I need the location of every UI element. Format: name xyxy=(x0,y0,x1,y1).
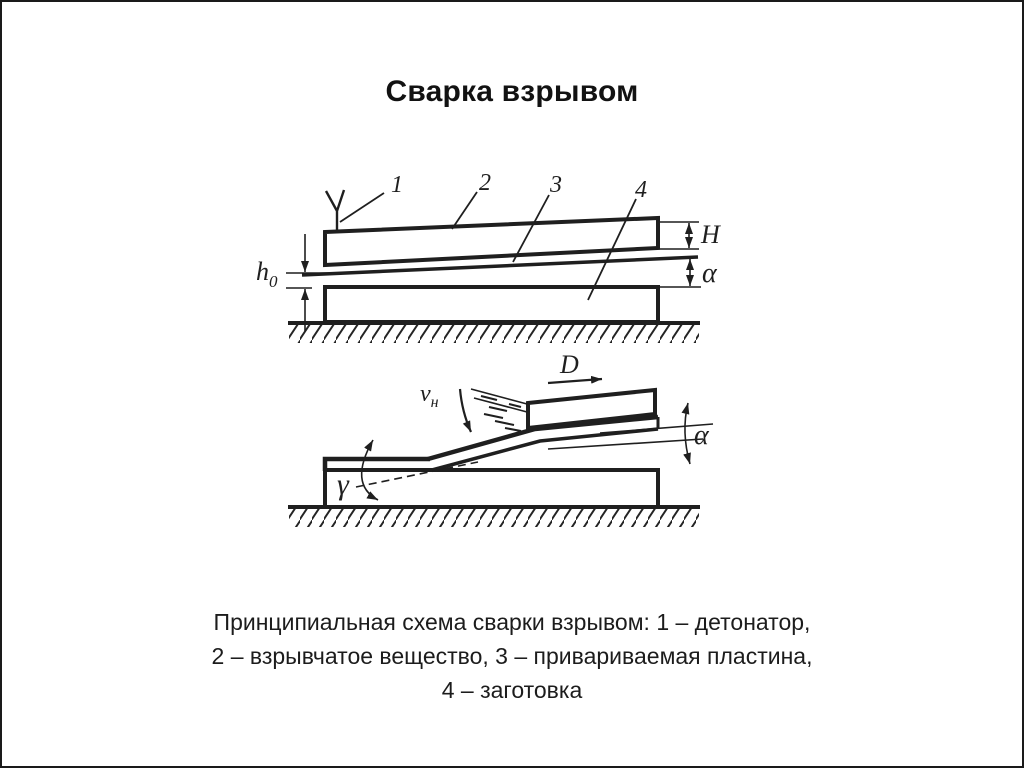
ground-hatching-upper xyxy=(289,325,699,343)
flying-plate-top xyxy=(427,414,659,462)
label-vn: vн xyxy=(420,381,439,411)
leader-part2 xyxy=(451,191,478,230)
dimension-alpha-lower: α xyxy=(547,402,714,465)
caption-line-3: 4 – заготовка xyxy=(441,677,583,703)
explosive-layer-lower xyxy=(526,387,657,431)
leader-part1 xyxy=(339,192,385,223)
ground-hatching-lower xyxy=(289,509,699,527)
label-gamma: γ xyxy=(337,468,350,501)
detonation-jet xyxy=(470,388,528,432)
label-h0-sub: 0 xyxy=(269,272,278,291)
label-h0: h0 xyxy=(256,257,278,291)
leader-part4 xyxy=(587,198,637,301)
label-h0-base: h xyxy=(256,257,269,286)
base-workpiece-lower xyxy=(323,468,660,509)
label-H: H xyxy=(700,220,721,249)
caption-line-2: 2 – взрывчатое вещество, 3 – привариваем… xyxy=(211,643,813,669)
dimension-gamma: γ xyxy=(337,439,479,501)
leader-part3 xyxy=(512,194,550,263)
dimension-alpha-upper: α xyxy=(660,258,718,289)
label-vn-base: v xyxy=(420,381,431,407)
base-workpiece-upper xyxy=(323,285,660,324)
explosive-layer-upper xyxy=(323,215,660,268)
detonator-icon xyxy=(324,189,346,231)
flying-plate-bottom xyxy=(431,427,659,472)
lower-figure: D vн α γ xyxy=(288,350,714,527)
label-alpha-upper: α xyxy=(702,258,718,289)
label-part1: 1 xyxy=(391,172,403,198)
welded-plate-section xyxy=(322,456,430,471)
flyer-plate-bottom-line xyxy=(301,255,699,277)
detonation-direction: D xyxy=(547,350,603,385)
plate-velocity: vн xyxy=(420,381,473,433)
label-vn-sub: н xyxy=(431,394,439,411)
dimension-h0: h0 xyxy=(256,234,332,331)
label-part4: 4 xyxy=(635,177,647,203)
dimension-H: H xyxy=(660,220,721,250)
label-alpha-lower: α xyxy=(694,420,710,451)
label-part2: 2 xyxy=(479,170,491,196)
upper-figure: 1 2 3 4 H α h0 xyxy=(256,170,721,343)
label-part3: 3 xyxy=(549,172,562,198)
figure-caption: Принципиальная схема сварки взрывом: 1 –… xyxy=(0,605,1024,707)
label-D: D xyxy=(559,350,579,379)
page-title: Сварка взрывом xyxy=(385,75,639,108)
caption-line-1: Принципиальная схема сварки взрывом: 1 –… xyxy=(213,609,811,635)
